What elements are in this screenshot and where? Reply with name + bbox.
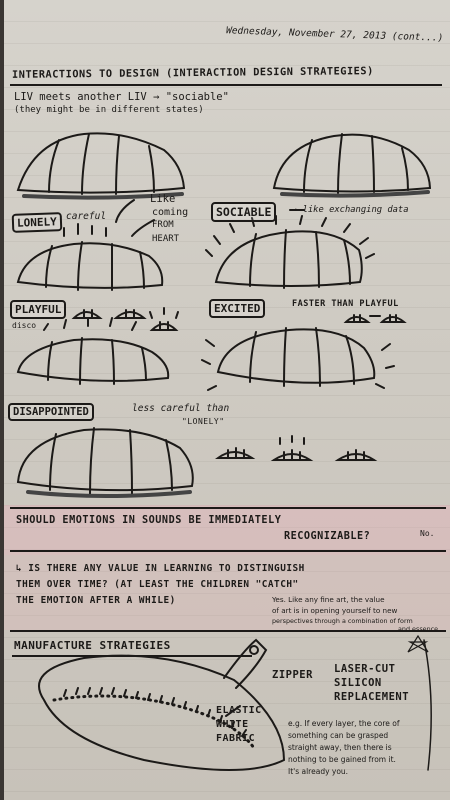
state-label-playful: PLAYFUL [10,300,67,319]
question-2-answer-2: of art is in opening yourself to new [272,606,398,615]
label-elastic-2: WHITE [216,719,249,730]
pod-drawing-2 [272,133,432,198]
lonely-note-like: Like [150,193,176,205]
manufacture-note-1: e.g. If every layer, the core of [288,719,400,728]
divider-2 [10,550,446,552]
manufacture-heading-underline [12,655,252,657]
label-laser-3: REPLACEMENT [334,691,410,703]
pod-drawing-playful [16,307,179,385]
label-elastic-1: ELASTIC [216,705,262,716]
label-laser-1: LASER-CUT [334,663,396,675]
excited-note: FASTER THAN PLAYFUL [292,299,399,309]
disappointed-note-1: less careful than [132,403,230,414]
state-label-excited: EXCITED [209,299,266,318]
state-label-sociable: SOCIABLE [211,202,277,222]
lonely-note-coming: coming [152,207,189,218]
question-1-line-2: RECOGNIZABLE? [284,531,371,542]
divider-3 [10,630,446,632]
lonely-note-careful: careful [66,211,107,222]
sociable-note: → like exchanging data [292,205,409,215]
manufacture-drawing [38,634,432,771]
manufacture-note-4: nothing to be gained from it. [288,755,396,764]
manufacture-note-2: something can be grasped [288,731,389,740]
question-2-answer-3: perspectives through a combination of fo… [272,617,413,625]
notebook-page: Wednesday, November 27, 2013 (cont...) I… [4,0,450,800]
intro-line-1: LIV meets another LIV → "sociable" [14,91,229,103]
pod-drawing-lonely [16,199,164,291]
title-underline [10,84,442,86]
question-1-line-1: SHOULD EMOTIONS IN SOUNDS BE IMMEDIATELY [16,515,282,526]
question-2-line-3: THE EMOTION AFTER A WHILE) [16,595,176,606]
pod-drawing-sociable [205,209,375,289]
pod-drawing-disappointed [16,427,378,498]
sketch-drawings [16,132,432,771]
label-laser-2: SILICON [334,677,382,689]
pod-drawing-excited [201,314,407,391]
manufacture-note-3: straight away, then there is [288,743,392,752]
manufacture-note-5: It's already you. [288,767,349,776]
pink-highlight-band [4,505,450,555]
question-2-answer-4: and essence. [398,625,441,633]
state-label-disappointed: DISAPPOINTED [8,403,94,421]
pink-highlight-band-2 [4,555,450,630]
lonely-note-heart: heart [152,234,180,244]
pod-drawing-1 [16,132,186,200]
intro-line-2: (they might be in different states) [14,105,204,115]
divider-1 [10,507,446,509]
manufacture-heading: MANUFACTURE STRATEGIES [14,639,171,652]
question-1-answer: No. [420,529,435,538]
lonely-note-from: from [152,220,174,230]
playful-note: disco [12,321,37,330]
question-2-answer-1: Yes. Like any fine art, the value [272,595,385,604]
state-label-lonely: LONELY [11,212,63,233]
disappointed-note-2: "LONELY" [182,417,225,426]
question-2-line-1: ↳ IS THERE ANY VALUE IN LEARNING TO DIST… [16,563,305,574]
label-zipper: ZIPPER [272,669,313,681]
label-elastic-3: FABRIC [216,733,256,744]
question-2-line-2: THEM OVER TIME? (AT LEAST THE CHILDREN "… [16,579,299,590]
